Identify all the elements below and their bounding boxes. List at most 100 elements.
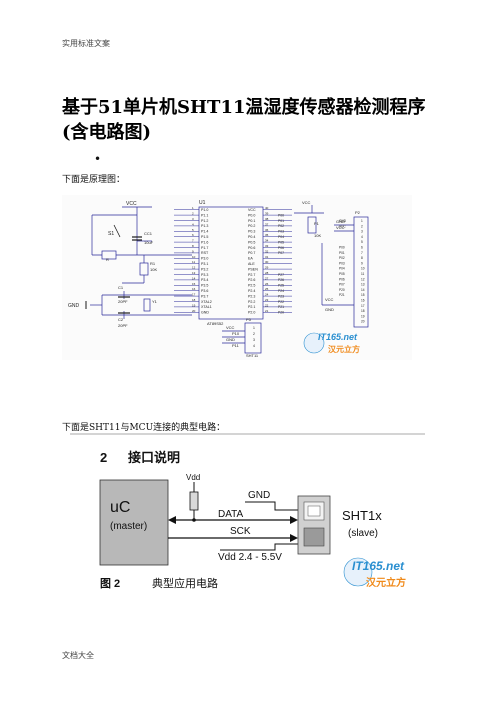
pin-left-name: P3.7 [201, 294, 208, 298]
pin-right-number: 26 [265, 282, 269, 286]
sht-connector-label: P5 [246, 317, 252, 322]
vcc-right-label: VCC [302, 200, 311, 205]
pin-right-number: 23 [265, 298, 269, 302]
it165-logo: IT165.net 汉元立方 [303, 332, 360, 354]
pin-right-name: P0.5 [248, 240, 255, 244]
pin-left-name: P3.0 [201, 257, 208, 261]
vdd-label: Vdd [186, 473, 200, 482]
c2-value: 20PF [118, 323, 128, 328]
lcd-pin-number: 9 [361, 261, 363, 265]
pin-left-number: 1 [192, 206, 194, 210]
sensor-chip [303, 527, 325, 547]
lcd-pin-number: 14 [361, 288, 365, 292]
c1-label: C1 [118, 285, 124, 290]
pin-left-name: XTAL2 [201, 300, 212, 304]
pin-left-number: 19 [192, 303, 196, 307]
p0-bus-label: P00 [278, 213, 284, 217]
lcd-pin-signal: VCC [339, 224, 346, 228]
p2-bus-label: P24 [278, 289, 284, 293]
pin-left-name: P1.4 [201, 230, 208, 234]
p0-bus-label: P02 [278, 224, 284, 228]
pin-right-name: P0.3 [248, 230, 255, 234]
pin-right-number: 39 [265, 212, 269, 216]
it165-logo-2: IT165.net 汉元立方 [343, 557, 406, 589]
pin-left-name: P1.0 [201, 208, 208, 212]
lcd-pin-number: 5 [361, 240, 363, 244]
lcd-pin-number: 2 [361, 224, 363, 228]
pin-right-name: ALE [248, 262, 255, 266]
sht-name-label: SHT11 [246, 353, 259, 358]
sht-vcc-label: VCC [226, 325, 235, 330]
pin-left-name: P1.6 [201, 240, 208, 244]
pin-left-number: 14 [192, 276, 196, 280]
gnd-left-label: GND [68, 303, 80, 309]
pin-left-name: P1.2 [201, 219, 208, 223]
u1-label: U1 [199, 200, 206, 206]
schematic-figure: VCC S1 R CC1 10uF R1 10K Y1 C1 20PF C2 2… [62, 195, 412, 360]
schematic-svg: VCC S1 R CC1 10uF R1 10K Y1 C1 20PF C2 2… [62, 195, 412, 360]
cc1-label: CC1 [144, 231, 153, 236]
p2-bus-label: P27 [278, 273, 284, 277]
pin-right-number: 34 [265, 239, 269, 243]
r-label: R [106, 257, 109, 262]
lcd-bottom-gnd: GND [325, 307, 334, 312]
figure-caption: 典型应用电路 [152, 576, 218, 590]
pin-right-name: P2.1 [248, 305, 255, 309]
pin-left-number: 18 [192, 298, 196, 302]
gnd-label: GND [248, 490, 270, 501]
p0-bus-label: P04 [278, 235, 284, 239]
chip-name: AT89S52 [207, 321, 224, 326]
pin-right-name: P2.6 [248, 278, 255, 282]
lcd-pin-number: 7 [361, 251, 363, 255]
pin-right-number: 37 [265, 222, 269, 226]
bullet-point: • [94, 152, 102, 166]
page-footer: 文档大全 [62, 651, 94, 660]
pin-right-name: P2.2 [248, 300, 255, 304]
lcd-pin-signal: P02 [339, 256, 345, 260]
pin-left-number: 9 [192, 249, 194, 253]
lcd-pin-number: 17 [361, 304, 365, 308]
pin-left-number: 8 [192, 244, 194, 248]
vdd-range-label: Vdd 2.4 - 5.5V [218, 552, 282, 563]
pin-right-number: 25 [265, 287, 269, 291]
pin-right-name: P0.4 [248, 235, 255, 239]
lcd-bottom-vcc: VCC [325, 297, 334, 302]
lcd-pin-signal: P00 [339, 246, 345, 250]
lcd-pin-signal: P01 [339, 251, 345, 255]
pin-left-name: P1.7 [201, 246, 208, 250]
lcd-pin-signal: P04 [339, 267, 345, 271]
sht-pin-number: 2 [253, 332, 255, 336]
pin-left-name: P1.3 [201, 224, 208, 228]
p0-bus-label: P06 [278, 246, 284, 250]
y1-label: Y1 [152, 299, 158, 304]
r1-label: R1 [150, 261, 156, 266]
sht-p11-label: P11 [232, 343, 240, 348]
pin-left-number: 16 [192, 287, 196, 291]
sensor-label: SHT1x [342, 508, 382, 523]
pin-left-name: GND [201, 311, 209, 315]
mcu-sub-label: (master) [110, 521, 147, 532]
pin-left-number: 12 [192, 266, 196, 270]
p0-bus-label: P07 [278, 251, 284, 255]
pin-left-number: 13 [192, 271, 196, 275]
pin-right-name: P0.1 [248, 219, 255, 223]
pin-left-name: P3.5 [201, 284, 208, 288]
section-title: 接口说明 [128, 450, 180, 465]
pin-left-name: RST [201, 251, 209, 255]
pin-left-number: 2 [192, 212, 194, 216]
typical-circuit-intro: 下面是SHT11与MCU连接的典型电路： [62, 423, 226, 433]
lcd-connector-label: P2 [355, 210, 361, 215]
lcd-pin-signal: P07 [339, 283, 345, 287]
pin-right-number: 29 [265, 266, 269, 270]
watermark-cn-text-2: 汉元立方 [366, 576, 406, 589]
lcd-pin-number: 3 [361, 230, 363, 234]
pin-left-name: XTAL1 [201, 305, 212, 309]
c1-value: 20PF [118, 299, 128, 304]
pin-right-number: 30 [265, 260, 269, 264]
pin-right-number: 35 [265, 233, 269, 237]
sensor-sub-label: (slave) [348, 528, 378, 539]
gnd-right-label: GND [336, 219, 345, 224]
lcd-pin-number: 20 [361, 320, 365, 324]
watermark-brand-text: IT165.net [318, 332, 358, 342]
pin-right-name: P0.2 [248, 224, 255, 228]
